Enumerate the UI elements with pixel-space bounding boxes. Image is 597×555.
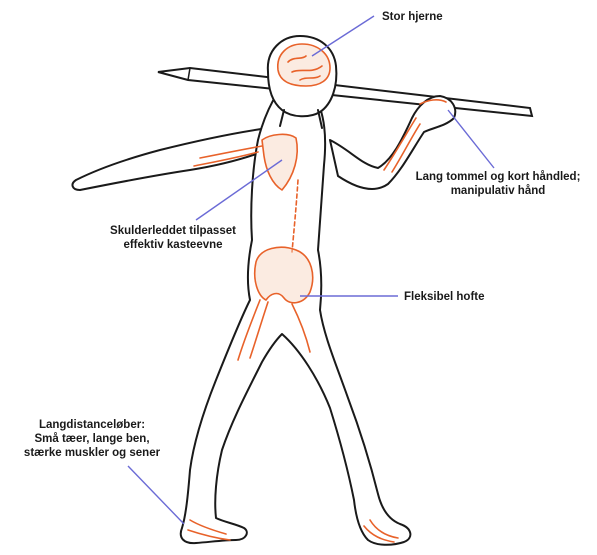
leader-legs bbox=[128, 466, 184, 524]
label-shoulder: Skulderleddet tilpasset effektiv kasteev… bbox=[78, 224, 268, 252]
brain-icon bbox=[278, 44, 330, 86]
leader-hand bbox=[448, 110, 494, 168]
spear-icon bbox=[158, 68, 532, 116]
label-legs: Langdistanceløber: Små tæer, lange ben, … bbox=[6, 418, 178, 460]
label-hip: Fleksibel hofte bbox=[404, 290, 485, 304]
label-hand: Lang tommel og kort håndled; manipulativ… bbox=[400, 170, 596, 198]
pelvis-icon bbox=[255, 247, 313, 302]
leader-brain bbox=[312, 16, 374, 56]
label-brain: Stor hjerne bbox=[382, 10, 443, 24]
